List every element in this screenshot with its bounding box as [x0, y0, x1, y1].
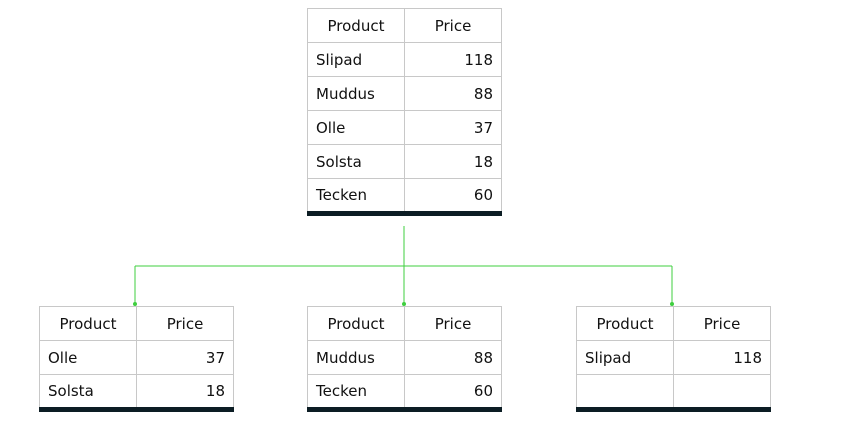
header-price: Price	[673, 306, 771, 341]
header-row: Product Price	[39, 306, 234, 341]
product-cell: Tecken	[307, 178, 405, 216]
header-price: Price	[404, 306, 502, 341]
price-cell: 18	[404, 144, 502, 179]
header-price: Price	[136, 306, 234, 341]
table-row: Muddus 88	[307, 340, 502, 375]
header-row: Product Price	[576, 306, 771, 341]
price-cell: 60	[404, 178, 502, 216]
product-cell: Muddus	[307, 76, 405, 111]
price-cell: 18	[136, 374, 234, 412]
price-cell: 88	[404, 76, 502, 111]
table-row: Solsta 18	[307, 144, 502, 179]
table-row: Tecken 60	[307, 178, 502, 216]
table-row: Muddus 88	[307, 76, 502, 111]
header-product: Product	[307, 8, 405, 43]
header-product: Product	[39, 306, 137, 341]
product-cell: Slipad	[576, 340, 674, 375]
product-cell: Olle	[307, 110, 405, 145]
arrow-dot-left	[133, 302, 137, 306]
child-table-left: Product Price Olle 37 Solsta 18	[39, 306, 234, 412]
price-cell	[673, 374, 771, 412]
product-cell: Solsta	[307, 144, 405, 179]
header-row: Product Price	[307, 8, 502, 43]
product-cell: Slipad	[307, 42, 405, 77]
child-table-right: Product Price Slipad 118	[576, 306, 771, 412]
product-cell: Muddus	[307, 340, 405, 375]
price-cell: 37	[404, 110, 502, 145]
root-table: Product Price Slipad 118 Muddus 88 Olle …	[307, 8, 502, 216]
table-row	[576, 374, 771, 412]
table-row: Tecken 60	[307, 374, 502, 412]
table-row: Slipad 118	[576, 340, 771, 375]
product-cell	[576, 374, 674, 412]
table-row: Slipad 118	[307, 42, 502, 77]
price-cell: 60	[404, 374, 502, 412]
price-cell: 118	[673, 340, 771, 375]
header-price: Price	[404, 8, 502, 43]
product-cell: Tecken	[307, 374, 405, 412]
table-row: Olle 37	[307, 110, 502, 145]
child-table-middle: Product Price Muddus 88 Tecken 60	[307, 306, 502, 412]
header-product: Product	[307, 306, 405, 341]
table-row: Solsta 18	[39, 374, 234, 412]
header-product: Product	[576, 306, 674, 341]
product-cell: Olle	[39, 340, 137, 375]
header-row: Product Price	[307, 306, 502, 341]
arrow-dot-right	[670, 302, 674, 306]
price-cell: 118	[404, 42, 502, 77]
price-cell: 37	[136, 340, 234, 375]
price-cell: 88	[404, 340, 502, 375]
table-row: Olle 37	[39, 340, 234, 375]
arrow-dot-middle	[402, 302, 406, 306]
product-cell: Solsta	[39, 374, 137, 412]
